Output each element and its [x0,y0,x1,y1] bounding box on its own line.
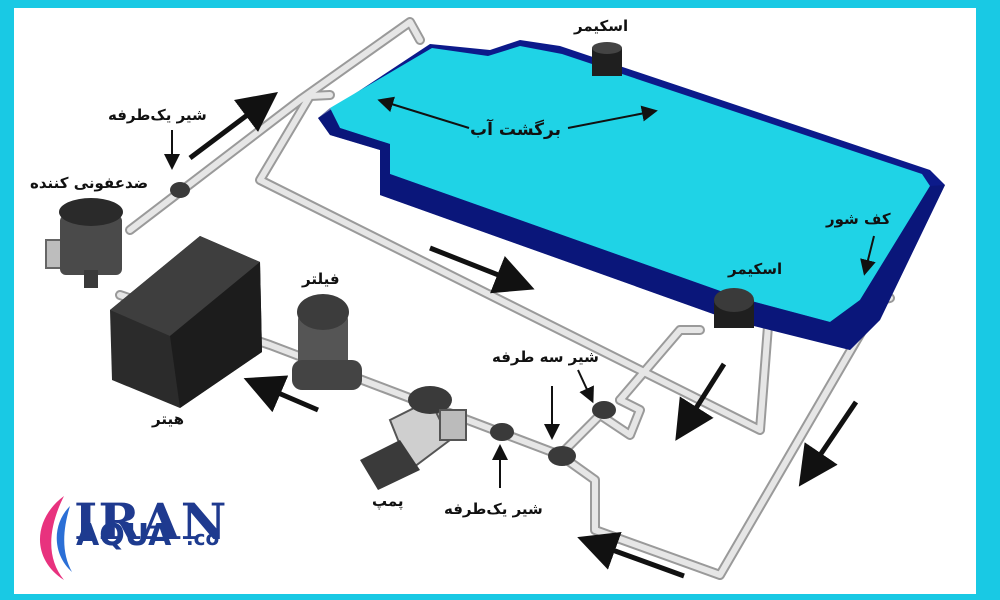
skimmer-right-icon [714,288,754,328]
label-floor-drain: کف شور [826,210,891,228]
label-skimmer-top: اسکیمر [574,17,629,35]
valves [170,182,616,466]
pool [318,40,945,350]
diagram-frame: اسکیمر برگشت آب شیر یک‌طرفه ضدعفونی کنند… [14,8,976,594]
disinfector-icon [45,198,123,288]
valve-right-icon [592,401,616,419]
logo-aqua-text: AQUA [76,518,172,553]
wave-logo-icon [39,496,72,580]
label-check-valve-bottom: شیر یک‌طرفه [444,500,543,518]
label-three-way-valve: شیر سه طرفه [492,348,599,366]
label-pump: پمپ [372,492,404,510]
label-return-water: برگشت آب [470,120,561,140]
label-heater: هیتر [152,410,184,428]
pump-icon [360,386,467,490]
flow-arrows [188,92,859,579]
logo-iran-text: IRAN [74,492,228,551]
logo-dotco-text: .co [186,526,220,550]
check-valve-top-icon [170,182,190,198]
skimmer-top-icon [592,42,622,76]
logo: IRAN AQUA .co [39,492,240,594]
pool-water [330,46,930,322]
three-way-valve-icon [548,446,576,466]
heater-icon [110,236,262,408]
label-filter: فیلتر [302,270,340,288]
label-check-valve-top: شیر یک‌طرفه [108,106,207,124]
pointer-lines [164,96,876,488]
check-valve-bottom-icon [490,423,514,441]
label-disinfector: ضدعفونی کننده [30,174,149,192]
label-skimmer-right: اسکیمر [728,260,783,278]
filter-icon [292,294,362,390]
pool-plumbing-diagram [45,17,945,580]
